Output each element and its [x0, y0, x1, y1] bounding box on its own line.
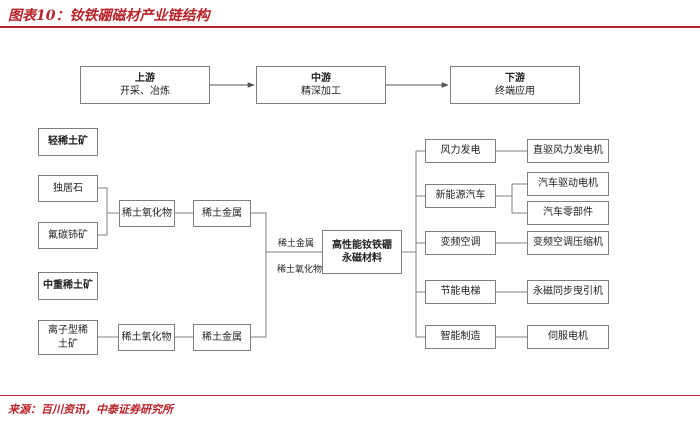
midstream-stage-box: 中游 精深加工	[256, 66, 386, 104]
downstream-stage-box: 下游 终端应用	[450, 66, 580, 104]
light-metal-box: 稀土金属	[193, 200, 251, 227]
source-note: 来源：百川资讯，中泰证券研究所	[8, 403, 173, 416]
downstream-name: 下游	[505, 72, 525, 84]
title-rule	[0, 26, 700, 28]
input-metal-label: 稀土金属	[278, 239, 315, 249]
heavy-metal-box: 稀土金属	[193, 324, 251, 351]
sector-new-energy-vehicle: 新能源汽车	[425, 184, 496, 208]
product-vehicle-drive-motor: 汽车驱动电机	[527, 172, 609, 196]
bastnaesite-ore-box: 氟碳铈矿	[38, 222, 98, 249]
sector-inverter-ac: 变频空调	[425, 231, 496, 255]
heavy-oxide-box: 稀土氧化物	[118, 324, 175, 351]
midstream-desc: 精深加工	[301, 86, 341, 97]
sector-wind-power: 风力发电	[425, 139, 496, 163]
light-rare-earth-category: 轻稀土矿	[38, 128, 98, 156]
downstream-desc: 终端应用	[495, 86, 535, 97]
product-servo-motor: 伺服电机	[527, 325, 609, 349]
product-direct-drive-wind-generator: 直驱风力发电机	[527, 139, 609, 163]
input-oxide-label: 稀土氧化物	[277, 265, 323, 275]
midstream-name: 中游	[311, 72, 331, 84]
light-oxide-box: 稀土氧化物	[119, 200, 175, 227]
figure-title: 图表10：钕铁硼磁材产业链结构	[8, 8, 210, 24]
product-auto-parts: 汽车零部件	[527, 201, 609, 225]
product-pm-traction-machine: 永磁同步曳引机	[527, 280, 609, 304]
upstream-name: 上游	[135, 72, 155, 84]
ndfeb-magnet-box: 高性能钕铁硼永磁材料	[322, 230, 402, 274]
sector-energy-saving-elevator: 节能电梯	[425, 280, 496, 304]
monazite-ore-box: 独居石	[38, 175, 98, 202]
upstream-stage-box: 上游 开采、冶炼	[80, 66, 210, 104]
upstream-desc: 开采、冶炼	[120, 86, 170, 97]
sector-smart-manufacturing: 智能制造	[425, 325, 496, 349]
footer-rule	[0, 395, 700, 396]
product-inverter-compressor: 变频空调压缩机	[527, 231, 609, 255]
ionic-ore-box: 离子型稀土矿	[38, 320, 98, 355]
heavy-rare-earth-category: 中重稀土矿	[38, 272, 98, 300]
